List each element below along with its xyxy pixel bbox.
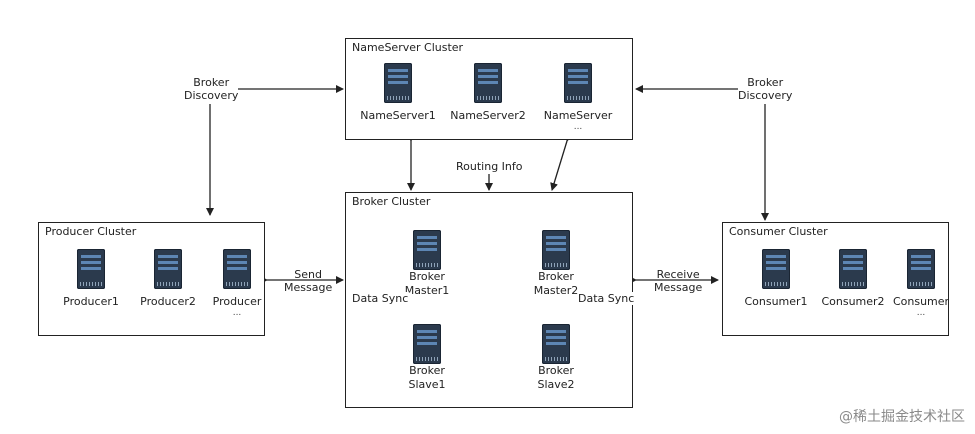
consumer-cluster-title: Consumer Cluster bbox=[729, 225, 828, 238]
server-icon bbox=[223, 249, 251, 289]
node-label: NameServer1 bbox=[360, 109, 436, 122]
node-ellipsis: ... bbox=[573, 122, 583, 132]
consumer-cluster-box: Consumer Cluster bbox=[722, 222, 949, 336]
node-label: Broker Slave2 bbox=[537, 364, 575, 391]
producer-cluster-title: Producer Cluster bbox=[45, 225, 137, 238]
producer-node-3: Producer ... bbox=[182, 249, 292, 318]
server-icon bbox=[413, 324, 441, 364]
server-icon bbox=[564, 63, 592, 103]
node-label: Broker Slave1 bbox=[408, 364, 446, 391]
edge-routing-right bbox=[550, 133, 573, 191]
broker-master-2: Broker Master2 bbox=[501, 230, 611, 298]
broker-slave-2: Broker Slave2 bbox=[501, 324, 611, 392]
nameserver-node-3: NameServer ... bbox=[523, 63, 633, 132]
server-icon bbox=[77, 249, 105, 289]
server-icon bbox=[413, 230, 441, 270]
broker-cluster-title: Broker Cluster bbox=[352, 195, 431, 208]
node-label: Consumer bbox=[892, 295, 950, 308]
broker-discovery-left-label: Broker Discovery bbox=[184, 76, 239, 102]
nameserver-node-1: NameServer1 bbox=[343, 63, 453, 123]
broker-slave-1: Broker Slave1 bbox=[372, 324, 482, 392]
data-sync-right-label: Data Sync bbox=[578, 292, 635, 305]
producer-node-2: Producer2 bbox=[113, 249, 223, 309]
node-label: Producer1 bbox=[63, 295, 119, 308]
node-label: Producer bbox=[212, 295, 262, 308]
node-label: Producer2 bbox=[140, 295, 196, 308]
server-icon bbox=[839, 249, 867, 289]
routing-info-label: Routing Info bbox=[456, 160, 523, 173]
server-icon bbox=[542, 324, 570, 364]
server-icon bbox=[474, 63, 502, 103]
node-label: Consumer2 bbox=[821, 295, 885, 308]
node-label: NameServer2 bbox=[450, 109, 526, 122]
server-icon bbox=[542, 230, 570, 270]
node-ellipsis: ... bbox=[916, 308, 926, 318]
broker-master-1: Broker Master1 bbox=[372, 230, 482, 298]
watermark: @稀土掘金技术社区 bbox=[839, 409, 965, 425]
node-label: Broker Master1 bbox=[404, 270, 450, 297]
node-label: Consumer1 bbox=[744, 295, 808, 308]
nameserver-node-2: NameServer2 bbox=[433, 63, 543, 123]
producer-node-1: Producer1 bbox=[36, 249, 146, 309]
node-ellipsis: ... bbox=[232, 308, 242, 318]
node-label: Broker Master2 bbox=[533, 270, 579, 297]
server-icon bbox=[154, 249, 182, 289]
consumer-node-3: Consumer ... bbox=[866, 249, 975, 318]
server-icon bbox=[384, 63, 412, 103]
nameserver-cluster-title: NameServer Cluster bbox=[352, 41, 464, 54]
data-sync-left-label: Data Sync bbox=[352, 292, 409, 305]
server-icon bbox=[762, 249, 790, 289]
broker-discovery-right-label: Broker Discovery bbox=[738, 76, 793, 102]
server-icon bbox=[907, 249, 935, 289]
consumer-node-2: Consumer2 bbox=[798, 249, 908, 309]
consumer-node-1: Consumer1 bbox=[721, 249, 831, 309]
node-label: NameServer bbox=[543, 109, 613, 122]
send-message-label: Send Message bbox=[284, 268, 333, 294]
receive-message-label: Receive Message bbox=[654, 268, 703, 294]
